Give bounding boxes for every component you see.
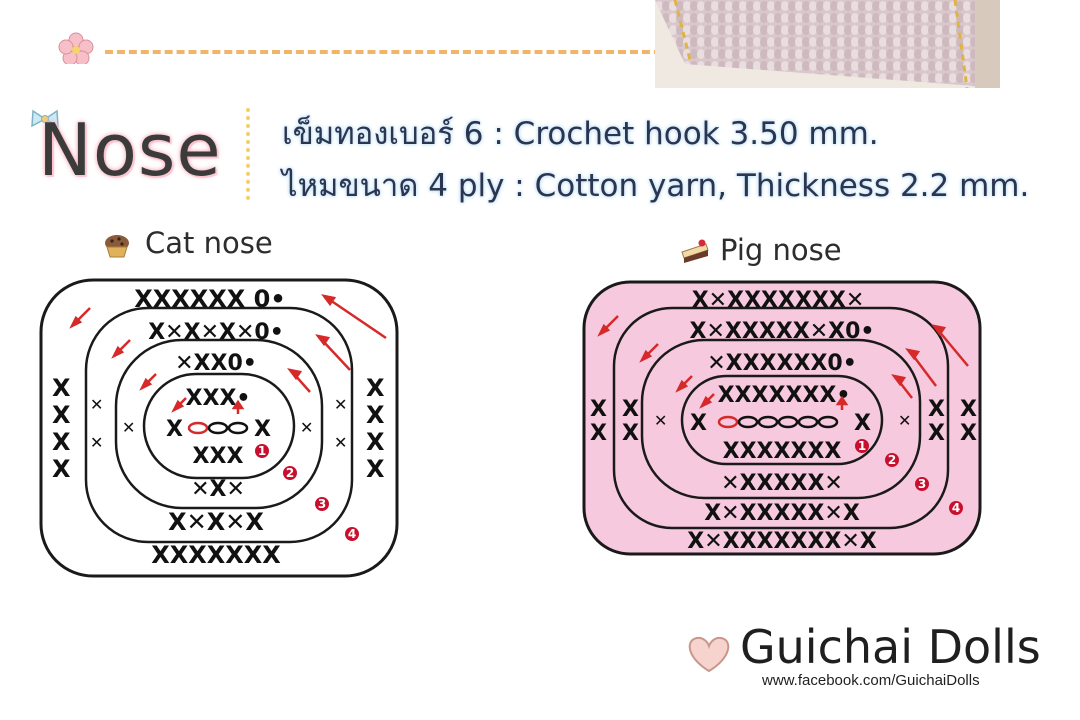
cat-row-3-bottom: X✕X✕X	[168, 508, 264, 536]
svg-text:✕: ✕	[898, 411, 911, 430]
svg-text:X: X	[960, 397, 977, 422]
svg-text:1: 1	[858, 439, 866, 453]
cake-slice-icon	[681, 239, 709, 263]
pig-row-2-bottom: ✕XXXXX✕	[721, 471, 843, 496]
round-1-outline	[142, 372, 296, 480]
svg-text:1: 1	[258, 444, 266, 458]
svg-text:X: X	[590, 397, 607, 422]
svg-text:X: X	[590, 421, 607, 446]
svg-text:4: 4	[952, 501, 960, 515]
svg-text:X: X	[854, 411, 871, 436]
round-3-outline	[84, 306, 354, 544]
page-title: Nose	[38, 108, 222, 192]
cat-row-3-top: X✕X✕X✕0•	[148, 320, 284, 345]
svg-text:X: X	[166, 417, 183, 442]
dashed-divider	[105, 50, 805, 54]
vertical-dotted-divider	[246, 108, 250, 200]
svg-text:X: X	[928, 421, 945, 446]
pig-row-2-top: ✕XXXXXX0•	[707, 351, 857, 376]
flower-icon	[58, 32, 94, 64]
round-4-outline	[39, 278, 399, 578]
cat-row-1-bottom: XXX	[193, 444, 244, 469]
cat-row-4-top: XXXXXX 0•	[134, 285, 285, 313]
pig-nose-chart: X✕XXXXXXX✕ X✕XXXXX✕X0• ✕XXXXXX0• XXXXXXX…	[582, 280, 982, 556]
round-2-outline	[640, 338, 922, 500]
cat-chain-row: X X	[166, 417, 271, 442]
pig-row-3-bottom: X✕XXXXX✕X	[704, 501, 860, 526]
svg-text:✕: ✕	[654, 411, 667, 430]
pig-side-stitches: XX XX ✕ XX XX ✕	[590, 397, 977, 446]
svg-text:2: 2	[888, 453, 896, 467]
round-1-outline	[680, 374, 884, 466]
svg-text:X: X	[366, 455, 385, 483]
pig-direction-arrows	[597, 315, 969, 410]
svg-text:X: X	[960, 421, 977, 446]
pig-chain-row: X X	[690, 411, 871, 436]
svg-text:2: 2	[286, 466, 294, 480]
brand-name: Guichai Dolls	[740, 620, 1041, 674]
svg-text:X: X	[52, 428, 71, 456]
svg-text:X: X	[690, 411, 707, 436]
cat-row-2-bottom: ✕X✕	[191, 477, 245, 502]
pig-row-1-top: XXXXXXX•	[718, 383, 851, 408]
svg-text:X: X	[254, 417, 271, 442]
yarn-info: ไหมขนาด 4 ply : Cotton yarn, Thickness 2…	[282, 168, 1030, 204]
svg-text:X: X	[928, 397, 945, 422]
svg-text:X: X	[52, 401, 71, 429]
cat-side-stitches: XXXX XXXX ✕✕ ✕✕ ✕ ✕	[52, 374, 385, 483]
pig-row-4-bottom: X✕XXXXXXX✕X	[687, 529, 877, 554]
cat-nose-label: Cat nose	[145, 226, 273, 260]
svg-text:X: X	[366, 401, 385, 429]
svg-text:X: X	[366, 374, 385, 402]
svg-text:✕: ✕	[334, 433, 347, 452]
svg-text:X: X	[366, 428, 385, 456]
bow-icon	[31, 109, 59, 128]
cat-row-2-top: ✕XX0•	[175, 351, 257, 376]
svg-text:✕: ✕	[90, 395, 103, 414]
svg-text:3: 3	[318, 497, 326, 511]
facebook-url[interactable]: www.facebook.com/GuichaiDolls	[762, 672, 980, 689]
cat-row-4-bottom: XXXXXXX	[151, 541, 281, 569]
muffin-icon	[105, 235, 129, 258]
round-2-outline	[114, 338, 324, 510]
cat-direction-arrows	[69, 294, 387, 414]
heart-icon	[688, 636, 730, 673]
svg-text:✕: ✕	[90, 433, 103, 452]
pig-row-3-top: X✕XXXXX✕X0•	[690, 319, 875, 344]
svg-text:✕: ✕	[122, 418, 135, 437]
round-3-outline	[612, 306, 950, 530]
pig-round-badges: 1 2 3 4	[855, 439, 963, 515]
hook-info: เข็มทองเบอร์ 6 : Crochet hook 3.50 mm.	[282, 116, 879, 152]
svg-text:✕: ✕	[334, 395, 347, 414]
svg-text:X: X	[622, 421, 639, 446]
svg-text:X: X	[52, 374, 71, 402]
svg-text:4: 4	[348, 527, 356, 541]
pig-nose-label: Pig nose	[720, 233, 842, 267]
svg-text:✕: ✕	[300, 418, 313, 437]
svg-text:X: X	[52, 455, 71, 483]
pig-row-1-bottom: XXXXXXX	[723, 439, 842, 464]
cat-round-badges: 1 2 3 4	[255, 444, 359, 541]
svg-text:3: 3	[918, 477, 926, 491]
crochet-swatch-photo	[655, 0, 1000, 88]
svg-text:X: X	[622, 397, 639, 422]
pig-row-4-top: X✕XXXXXXX✕	[692, 288, 865, 313]
cat-nose-chart: XXXXXX 0• X✕X✕X✕0• ✕XX0• XXX• XXX ✕X✕ X✕…	[39, 278, 399, 578]
